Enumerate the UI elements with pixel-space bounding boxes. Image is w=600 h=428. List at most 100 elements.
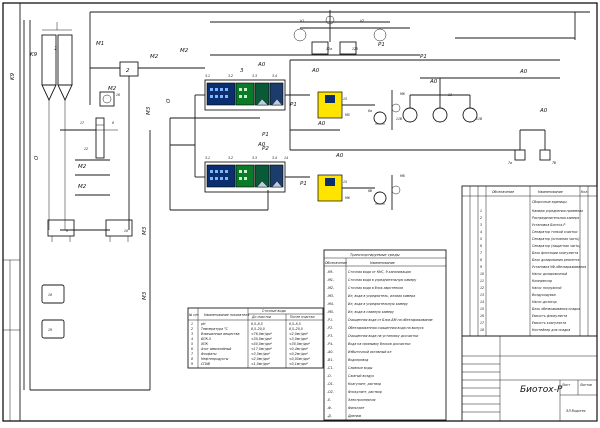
svg-text:M3: M3 (142, 291, 148, 300)
svg-text:M2: M2 (108, 86, 117, 92)
svg-text:<50,0мг/дм³: <50,0мг/дм³ (251, 342, 273, 346)
svg-text:6: 6 (480, 244, 482, 248)
svg-text:-M2-: -M2- (327, 286, 335, 290)
svg-text:Компрессор: Компрессор (532, 279, 552, 283)
svg-text:-P1-: -P1- (327, 318, 334, 322)
svg-text:Наименование: Наименование (538, 190, 563, 194)
svg-text:A0: A0 (519, 69, 528, 75)
svg-text:3.2: 3.2 (228, 74, 233, 78)
svg-text:<2,0мг/дм³: <2,0мг/дм³ (251, 357, 271, 361)
svg-text:A0: A0 (311, 68, 320, 74)
svg-text:7a: 7a (508, 161, 512, 165)
svg-text:3: 3 (191, 332, 193, 336)
svg-text:9: 9 (480, 265, 482, 269)
svg-text:6a: 6a (368, 109, 372, 113)
svg-text:17: 17 (80, 121, 84, 125)
svg-text:Листов: Листов (579, 383, 592, 387)
svg-text:<1,0мг/дм³: <1,0мг/дм³ (251, 362, 271, 366)
svg-text:-Ф-: -Ф- (327, 406, 333, 410)
svg-text:<0,05мг/дм³: <0,05мг/дм³ (289, 357, 311, 361)
svg-text:pH: pH (200, 322, 206, 326)
svg-text:13: 13 (480, 293, 484, 297)
svg-text:15: 15 (343, 180, 347, 184)
svg-text:Контейнер для осадка: Контейнер для осадка (532, 328, 570, 332)
svg-text:1: 1 (54, 46, 58, 52)
svg-text:-A0-: -A0- (327, 350, 334, 354)
equipment-2: 2 (90, 61, 205, 230)
svg-text:Фосфаты: Фосфаты (201, 352, 217, 356)
svg-text:V1: V1 (300, 19, 304, 23)
svg-text:Насос дозировочный: Насос дозировочный (532, 272, 567, 276)
svg-text:3: 3 (240, 68, 244, 74)
svg-text:Емкость флокулянта: Емкость флокулянта (532, 314, 567, 318)
equipment-3-bioreactor-lower: 3.1 3.2 3.3 3.4 14 (204, 156, 288, 193)
equipment-11-blowers: 11б 11В 13 (396, 78, 482, 123)
svg-text:Установка УФ-обеззараживания: Установка УФ-обеззараживания (532, 265, 586, 269)
svg-text:12а: 12а (326, 47, 332, 51)
svg-text:Емкость коагулянта: Емкость коагулянта (532, 321, 566, 325)
svg-text:До очистки: До очистки (251, 315, 271, 319)
svg-text:<3,0мг/дм³: <3,0мг/дм³ (289, 337, 309, 341)
equipment-12-compressors: V1 V2 12а 12б (293, 10, 410, 55)
svg-text:17: 17 (480, 321, 484, 325)
svg-text:M2: M2 (78, 184, 87, 190)
svg-text:Наименование показателя: Наименование показателя (204, 313, 249, 317)
svg-text:№ п/п: № п/п (188, 313, 199, 317)
svg-text:M3: M3 (142, 226, 148, 235)
svg-text:Ил, вода в сливную камеру: Ил, вода в сливную камеру (348, 310, 394, 314)
svg-text:2: 2 (191, 327, 193, 331)
svg-text:Сжатый воздух: Сжатый воздух (348, 374, 374, 378)
svg-text:Распределительная камера: Распределительная камера (532, 216, 579, 220)
svg-text:Обозначение: Обозначение (492, 190, 514, 194)
svg-text:Сборочные единицы: Сборочные единицы (532, 200, 567, 204)
svg-text:3.4: 3.4 (272, 156, 277, 160)
svg-text:Ил, вода в усреднительную каме: Ил, вода в усреднительную камеру (348, 302, 408, 306)
svg-text:19: 19 (48, 328, 52, 332)
svg-text:A0: A0 (335, 153, 344, 159)
svg-text:18: 18 (48, 293, 52, 297)
svg-text:3.1: 3.1 (205, 74, 210, 78)
svg-text:-B1-: -B1- (327, 358, 334, 362)
svg-text:Кол.: Кол. (581, 190, 588, 194)
svg-text:11б: 11б (396, 117, 402, 121)
svg-text:7: 7 (480, 251, 482, 255)
svg-text:-C1-: -C1- (327, 366, 334, 370)
svg-text:Воздуходувка: Воздуходувка (532, 293, 556, 297)
svg-text:Вода на промывку блоков доочис: Вода на промывку блоков доочистки (348, 342, 410, 346)
svg-text:11В: 11В (476, 117, 482, 121)
svg-text:3: 3 (480, 223, 482, 227)
svg-text:3.4: 3.4 (272, 74, 277, 78)
svg-text:Азот аммонийный: Азот аммонийный (200, 347, 231, 351)
svg-text:A0: A0 (257, 62, 266, 68)
equipment-6a-pump: 6a M6 (368, 90, 405, 130)
svg-text:M6: M6 (345, 196, 350, 200)
equipment-6b-pump: 6б M6 (368, 174, 405, 210)
svg-text:Сточная вода от КНС, 9 канализ: Сточная вода от КНС, 9 канализации (348, 270, 411, 274)
svg-text:5: 5 (480, 237, 482, 241)
svg-text:Нефтепродукты: Нефтепродукты (201, 357, 229, 361)
svg-text:<76,0мг/дм³: <76,0мг/дм³ (251, 332, 273, 336)
svg-text:10: 10 (124, 229, 128, 233)
svg-text:1: 1 (480, 209, 482, 213)
label-m3: M3 (146, 106, 152, 115)
svg-text:4: 4 (191, 337, 193, 341)
svg-text:M5: M5 (345, 113, 350, 117)
svg-text:A0: A0 (317, 121, 326, 127)
svg-text:<0,1мг/дм³: <0,1мг/дм³ (289, 362, 309, 366)
svg-text:Коагулянт, раствор: Коагулянт, раствор (348, 382, 381, 386)
svg-text:P1: P1 (420, 54, 427, 60)
equipment-15-separator-lower: 15 M6 (317, 174, 350, 202)
svg-text:Очищенная вода от Блок-БМ на о: Очищенная вода от Блок-БМ на обеззаражив… (348, 318, 433, 322)
svg-text:Водопровод: Водопровод (348, 358, 369, 362)
svg-text:8,5–20,0: 8,5–20,0 (251, 327, 265, 331)
svg-text:-P2-: -P2- (327, 326, 334, 330)
svg-text:18: 18 (480, 328, 484, 332)
specification-table: Обозначение Наименование Кол. Сборочные … (461, 185, 598, 337)
svg-text:Блок обезвоживания осадка: Блок обезвоживания осадка (532, 307, 580, 311)
svg-text:ЭЛ Водотех: ЭЛ Водотех (565, 409, 586, 413)
svg-text:Сливные воды: Сливные воды (348, 366, 373, 370)
svg-text:12: 12 (84, 147, 88, 151)
svg-text:3.2: 3.2 (228, 156, 233, 160)
svg-text:Взвешенные вещества: Взвешенные вещества (201, 332, 240, 336)
